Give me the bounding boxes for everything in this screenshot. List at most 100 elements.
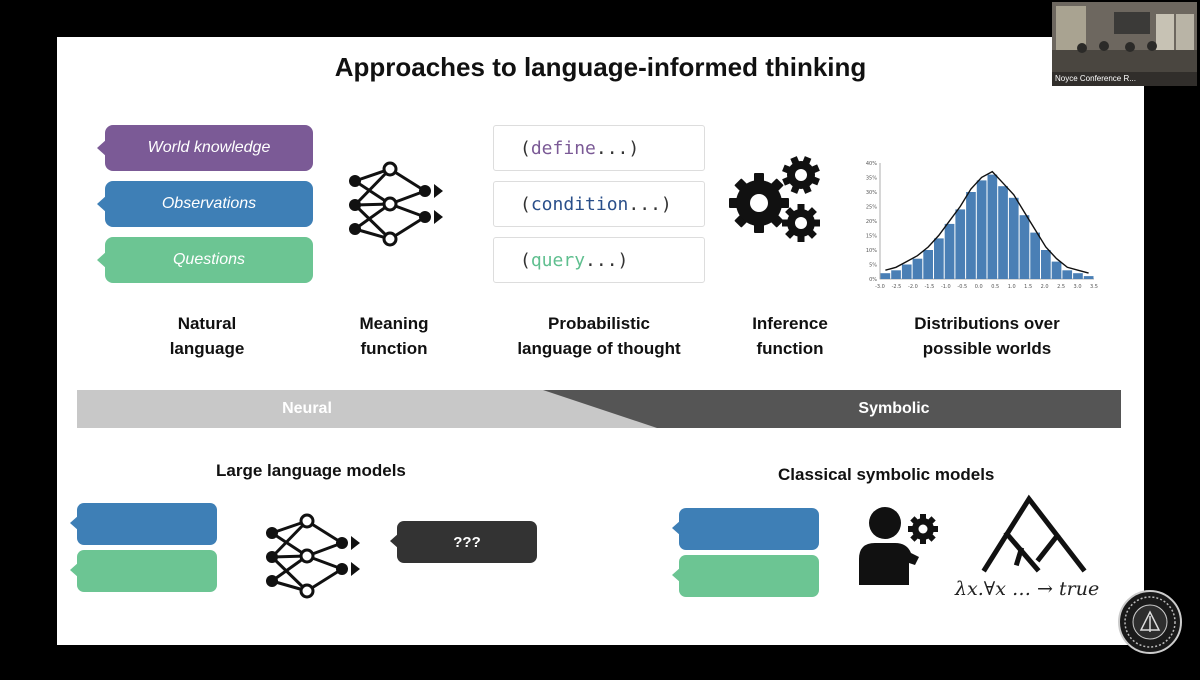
x-tick-label: -1.5 (925, 284, 935, 290)
code-rest: ...) (585, 249, 629, 271)
label-line: Meaning (359, 314, 429, 333)
bubble-text: World knowledge (147, 139, 271, 156)
y-tick-label: 25% (866, 205, 877, 211)
parse-tree-icon (981, 494, 1087, 573)
histogram-bar (944, 223, 955, 279)
neural-network-icon (349, 161, 443, 247)
label-line: possible worlds (922, 339, 1052, 358)
bubble-text: Observations (161, 195, 257, 212)
histogram-bar (891, 270, 901, 279)
y-tick-label: 40% (866, 161, 877, 167)
gears-icon (729, 156, 820, 242)
code-keyword-query: query (530, 249, 586, 271)
slide-title: Approaches to language-informed thinking (334, 52, 867, 82)
x-tick-label: 3.0 (1074, 284, 1082, 290)
llm-output-bubble: ??? (390, 521, 537, 563)
histogram-bar (976, 180, 987, 279)
label-natural-language: Natural language (147, 311, 267, 361)
label-line: language (169, 339, 245, 358)
code-keyword-define: define (530, 137, 596, 159)
y-tick-label: 30% (866, 190, 877, 196)
x-tick-label: 1.0 (1008, 284, 1016, 290)
distribution-histogram: 0% 5% 10% 15% 20% 25% 30% 35% 40% -3.0 -2.5 -2.0 -1.… (866, 161, 1098, 290)
histogram-bar (987, 174, 998, 279)
slide: Approaches to language-informed thinking… (57, 37, 1144, 645)
code-define: (define ...) (493, 125, 705, 171)
person-gear-icon (859, 507, 938, 585)
label-distributions: Distributions over possible worlds (887, 311, 1087, 361)
histogram-bar (934, 238, 944, 279)
spectrum-label-neural: Neural (282, 400, 332, 417)
participant-video-thumbnail[interactable]: Noyce Conference R... (1052, 2, 1197, 86)
histogram-bar (998, 186, 1008, 279)
label-line: function (360, 339, 428, 358)
spectrum-label-symbolic: Symbolic (858, 400, 930, 417)
label-meaning-function: Meaning function (334, 311, 454, 361)
label-line: function (756, 339, 824, 358)
y-tick-label: 0% (869, 277, 877, 283)
neural-network-icon (266, 513, 360, 599)
code-paren: ( (520, 137, 531, 159)
histogram-bar (1008, 197, 1019, 279)
histogram-bar (923, 250, 933, 279)
x-tick-label: 3.5 (1090, 284, 1098, 290)
x-tick-label: 0.0 (975, 284, 983, 290)
x-tick-label: -0.5 (957, 284, 967, 290)
seal-logo (1118, 590, 1182, 654)
code-paren: ( (520, 193, 531, 215)
neural-symbolic-spectrum (77, 390, 1121, 428)
x-tick-label: -3.0 (875, 284, 885, 290)
code-rest: ...) (628, 193, 672, 215)
label-line: Natural (177, 314, 237, 333)
x-tick-label: 0.5 (991, 284, 999, 290)
histogram-bar (1041, 250, 1051, 279)
bubble-world-knowledge: World knowledge (97, 125, 313, 171)
histogram-bar (1019, 215, 1030, 279)
y-tick-label: 5% (869, 263, 877, 269)
y-tick-label: 15% (866, 234, 877, 240)
label-line: Inference (752, 314, 828, 333)
label-line: Distributions over (914, 314, 1060, 333)
section-classical: Classical symbolic models (778, 465, 995, 484)
histogram-axes (879, 163, 1094, 280)
density-curve (885, 170, 1089, 274)
llm-bubble-observations (70, 503, 217, 545)
classical-bubble-questions (672, 555, 819, 597)
code-condition: (condition ...) (493, 181, 705, 227)
llm-output-text: ??? (453, 533, 481, 551)
y-tick-label: 10% (866, 248, 877, 254)
x-tick-label: -2.0 (908, 284, 918, 290)
thumbnail-caption: Noyce Conference R... (1052, 72, 1197, 86)
histogram-bar (966, 192, 976, 279)
histogram-bar (912, 258, 923, 279)
histogram-bar (1083, 276, 1094, 279)
x-tick-label: 2.0 (1041, 284, 1049, 290)
classical-bubble-observations (672, 508, 819, 550)
x-tick-label: -1.0 (941, 284, 951, 290)
section-llm: Large language models (216, 461, 406, 480)
x-tick-label: 2.5 (1057, 284, 1065, 290)
histogram-bar (955, 209, 966, 279)
histogram-bar (1073, 273, 1083, 279)
code-paren: ( (520, 249, 531, 271)
y-tick-label: 20% (866, 219, 877, 225)
label-probabilistic-lot: Probabilistic language of thought (489, 311, 709, 361)
histogram-bar (1030, 232, 1040, 279)
label-inference-function: Inference function (730, 311, 850, 361)
code-keyword-condition: condition (530, 193, 629, 215)
code-query: (query ...) (493, 237, 705, 283)
y-tick-label: 35% (866, 176, 877, 182)
histogram-bar (1051, 261, 1062, 279)
x-tick-label: 1.5 (1024, 284, 1032, 290)
lambda-formula: λx.∀x … → true (955, 578, 1100, 600)
histogram-bar (901, 264, 912, 279)
bubble-observations: Observations (97, 181, 313, 227)
code-rest: ...) (595, 137, 640, 159)
label-line: language of thought (517, 339, 681, 358)
label-line: Probabilistic (547, 314, 651, 333)
x-tick-label: -2.5 (892, 284, 902, 290)
histogram-bar (880, 273, 891, 279)
llm-bubble-questions (70, 550, 217, 592)
histogram-bar (1062, 270, 1073, 279)
bubble-questions: Questions (97, 237, 313, 283)
